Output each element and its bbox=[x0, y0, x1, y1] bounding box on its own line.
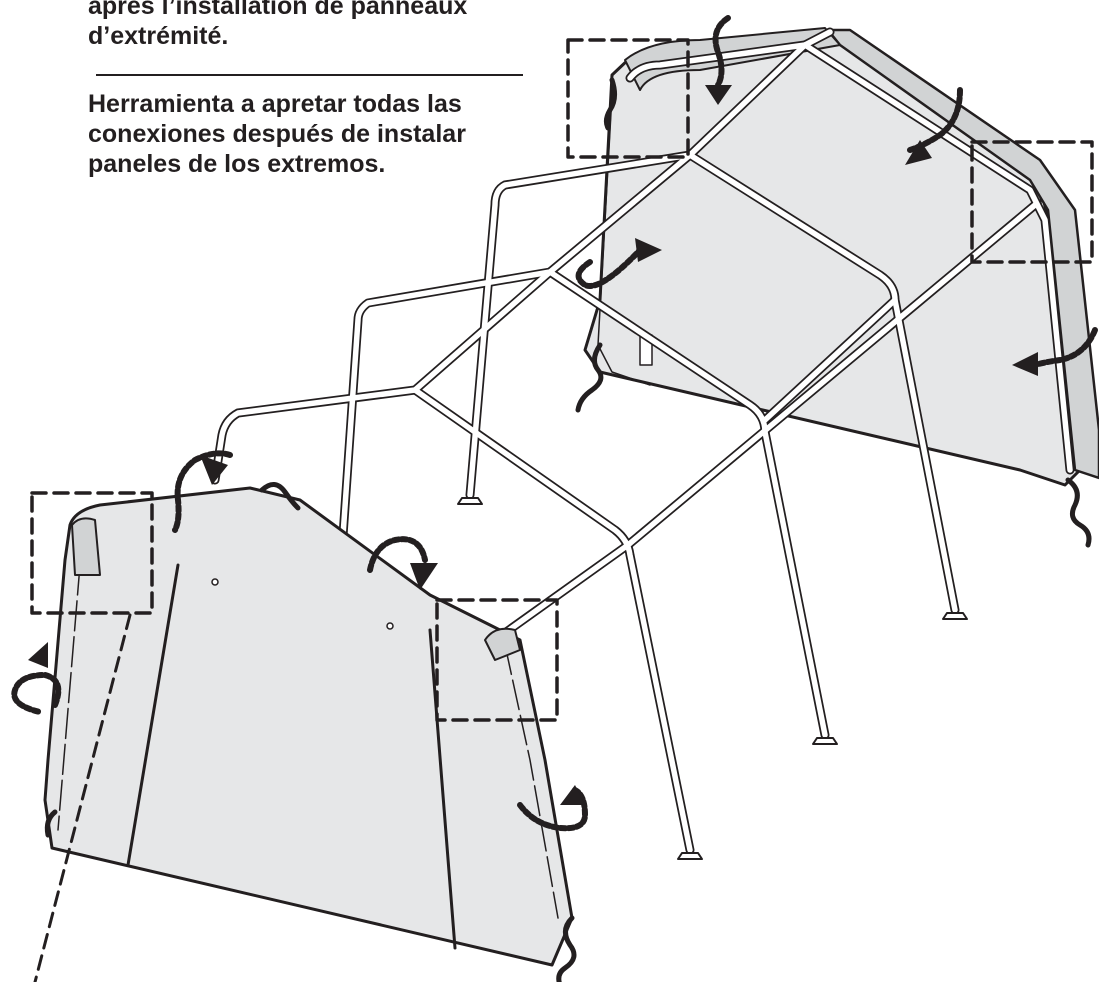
front-end-panel bbox=[43, 486, 574, 967]
callout-boxes bbox=[30, 38, 1094, 722]
tighten-arrows bbox=[11, 15, 1098, 832]
rear-end-panel bbox=[583, 28, 1082, 487]
foot-plates bbox=[457, 497, 968, 860]
arrow-head-3 bbox=[635, 238, 662, 262]
arrow-head-1 bbox=[705, 85, 732, 105]
arrow-head-8 bbox=[560, 785, 585, 805]
callout-box-front-right bbox=[435, 598, 559, 722]
frame-pipes bbox=[210, 27, 1075, 855]
bungee-cords bbox=[44, 77, 1092, 982]
arrow-head-6 bbox=[410, 563, 438, 590]
text-divider bbox=[96, 74, 523, 76]
callout-box-front-left bbox=[30, 491, 154, 615]
arrow-head-4 bbox=[1012, 352, 1038, 376]
arrow-head-7 bbox=[28, 642, 48, 668]
callout-box-rear-left bbox=[566, 38, 690, 159]
instruction-text-french: après l’installation de panneaux d’extré… bbox=[88, 0, 468, 50]
arrow-heads bbox=[28, 85, 1038, 805]
leader-line bbox=[33, 613, 132, 982]
instruction-text-spanish: Herramienta a apretar todas las conexion… bbox=[88, 90, 466, 178]
callout-box-rear-right bbox=[970, 140, 1094, 264]
arrow-head-5 bbox=[200, 455, 228, 485]
arrow-head-2 bbox=[905, 140, 932, 165]
